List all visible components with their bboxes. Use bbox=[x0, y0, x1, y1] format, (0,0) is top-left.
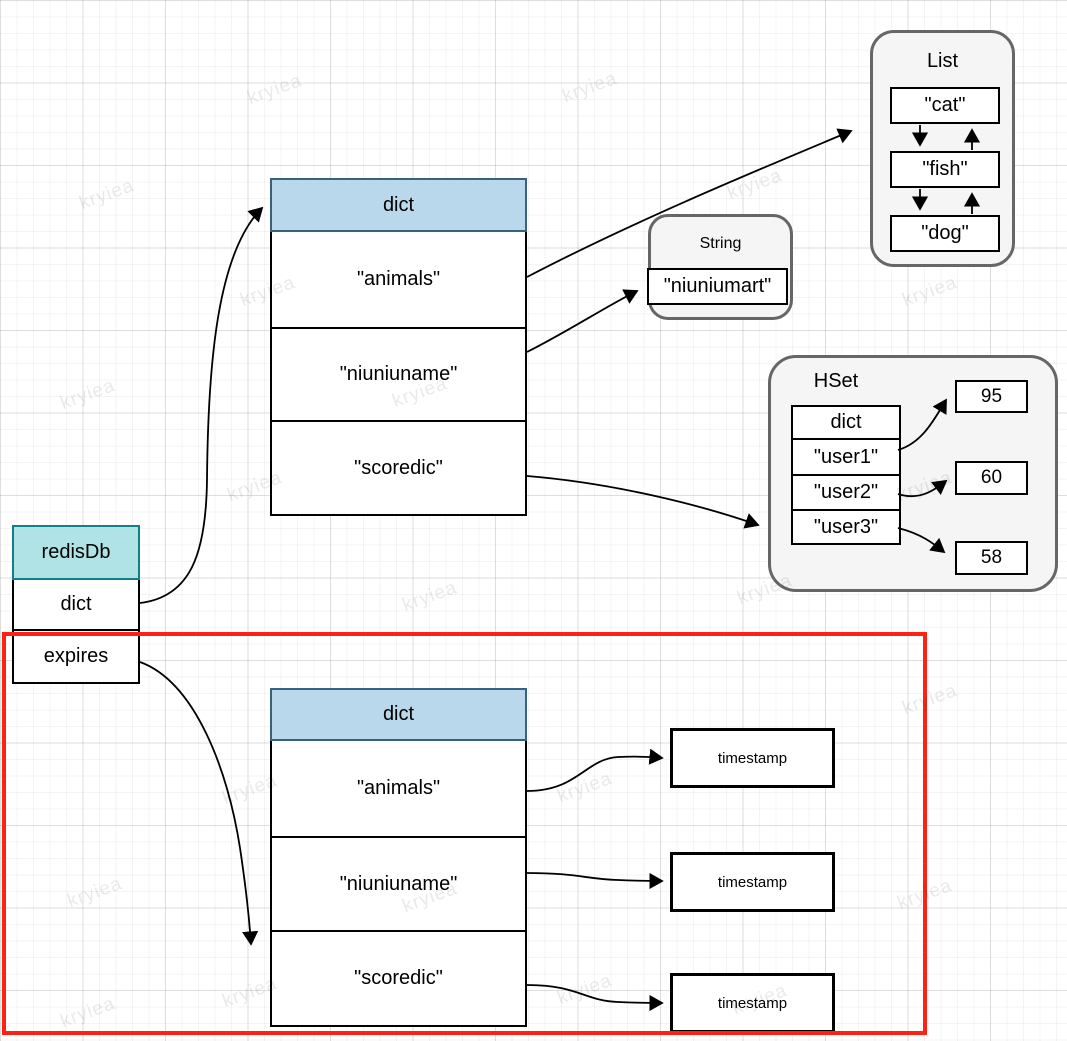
watermark-text: kryiea bbox=[399, 576, 461, 617]
list-title: List bbox=[926, 50, 959, 72]
redisdb-row-dict: dict bbox=[12, 578, 140, 631]
dict-bottom-row-animals: "animals" bbox=[270, 739, 527, 838]
hset-table: dict "user1" "user2" "user3" bbox=[791, 405, 901, 545]
hset-row-dict: dict bbox=[791, 405, 901, 440]
list-item-cat: "cat" bbox=[890, 87, 1000, 124]
hset-row-user3: "user3" bbox=[791, 509, 901, 545]
dict-table-bottom: dict "animals" "niuniuname" "scoredic" bbox=[270, 688, 527, 1027]
arrow-scoredic-to-hset bbox=[526, 475, 760, 529]
hset-value-95: 95 bbox=[955, 380, 1028, 413]
redisdb-header: redisDb bbox=[12, 525, 140, 580]
arrow-niuniuname-to-string bbox=[526, 289, 639, 353]
hset-row-user2: "user2" bbox=[791, 474, 901, 511]
dict-bottom-row-niuniuname: "niuniuname" bbox=[270, 836, 527, 932]
hset-value-58: 58 bbox=[955, 541, 1028, 575]
dict-top-row-scoredic: "scoredic" bbox=[270, 420, 527, 516]
watermark-text: kryiea bbox=[244, 69, 306, 110]
watermark-text: kryiea bbox=[57, 374, 119, 415]
hset-value-60: 60 bbox=[955, 461, 1028, 495]
timestamp-box-3: timestamp bbox=[670, 973, 835, 1033]
watermark-text: kryiea bbox=[76, 174, 138, 215]
watermark-text: kryiea bbox=[899, 271, 961, 312]
hset-container: HSet dict "user1" "user2" "user3" 95 60 … bbox=[768, 355, 1058, 592]
string-value-box: "niuniumart" bbox=[647, 268, 788, 305]
list-item-dog: "dog" bbox=[890, 215, 1000, 252]
dict-table-top: dict "animals" "niuniuname" "scoredic" bbox=[270, 178, 527, 516]
watermark-text: kryiea bbox=[724, 164, 786, 205]
hset-row-user1: "user1" bbox=[791, 438, 901, 476]
watermark-text: kryiea bbox=[559, 67, 621, 108]
expires-highlight-rectangle bbox=[2, 632, 927, 1035]
dict-top-row-niuniuname: "niuniuname" bbox=[270, 327, 527, 422]
redisdb-table: redisDb dict expires bbox=[12, 525, 140, 684]
redisdb-row-expires: expires bbox=[12, 629, 140, 684]
dict-top-row-animals: "animals" bbox=[270, 230, 527, 329]
timestamp-box-2: timestamp bbox=[670, 852, 835, 912]
dict-bottom-row-scoredic: "scoredic" bbox=[270, 930, 527, 1027]
dict-top-header: dict bbox=[270, 178, 527, 232]
string-title: String bbox=[699, 235, 742, 252]
list-item-fish: "fish" bbox=[890, 151, 1000, 188]
list-container: List "cat" "fish" "dog" bbox=[870, 30, 1015, 267]
hset-title: HSet bbox=[813, 370, 859, 392]
dict-bottom-header: dict bbox=[270, 688, 527, 741]
arrow-redisdb-dict-to-dict-table bbox=[139, 206, 264, 604]
timestamp-box-1: timestamp bbox=[670, 728, 835, 788]
string-container: String "niuniumart" bbox=[647, 214, 793, 320]
